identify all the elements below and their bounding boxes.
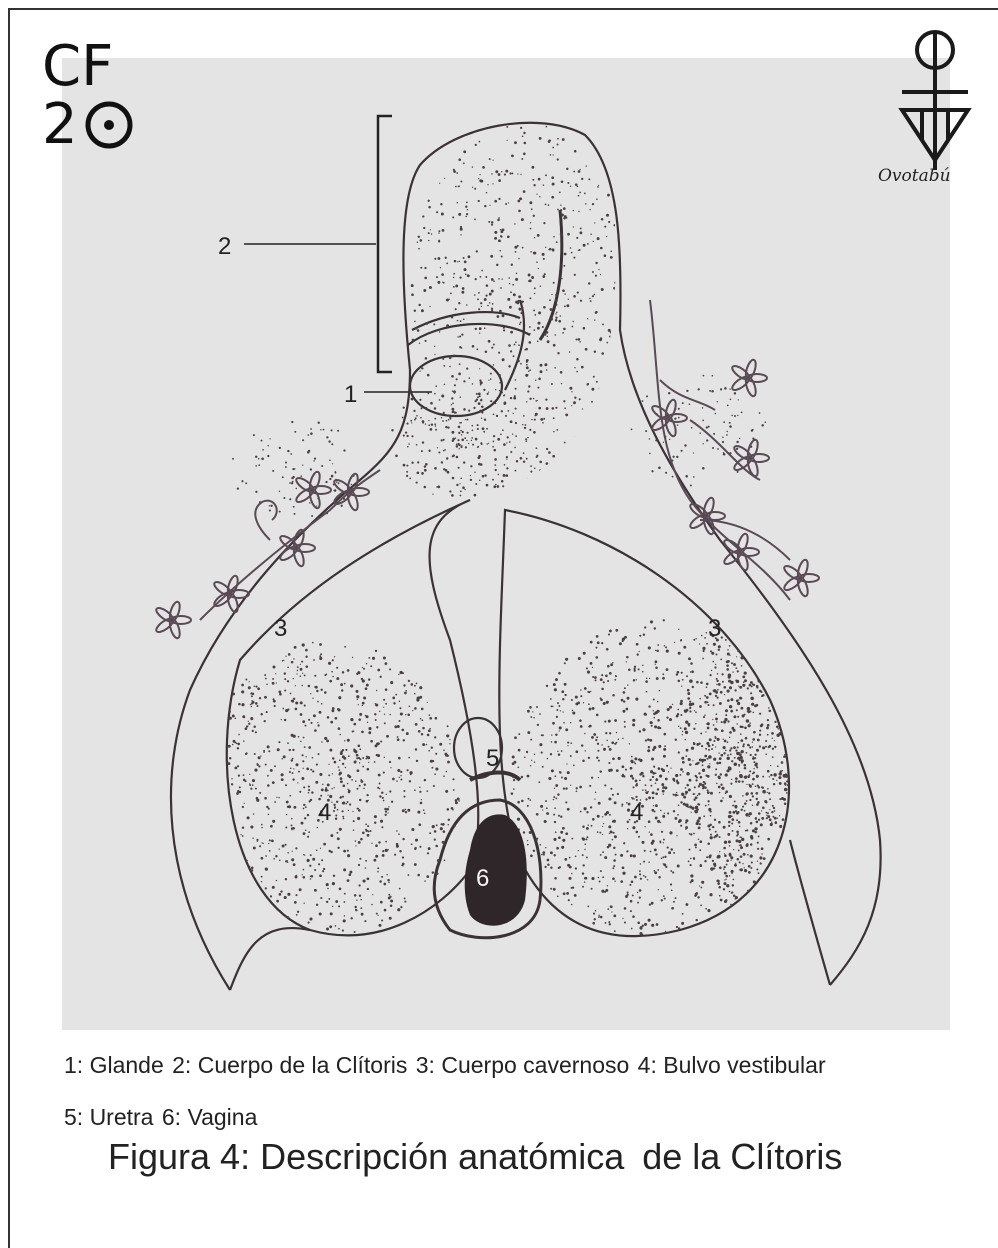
label-5: 5 — [486, 745, 499, 772]
label-1: 1 — [344, 381, 357, 408]
label-2: 2 — [218, 233, 231, 260]
label-6: 6 — [476, 865, 489, 892]
legend-item-2: 2: Cuerpo de la Clítoris — [172, 1052, 407, 1078]
legend-item-1: 1: Glande — [64, 1052, 164, 1078]
legend-item-5: 5: Uretra — [64, 1104, 153, 1130]
label-4-right: 4 — [630, 799, 643, 826]
figure-caption: Figura 4: Descripción anatómica de la Cl… — [108, 1136, 850, 1178]
label-3-left: 3 — [274, 615, 287, 642]
legend-line-2: 5: Uretra 6: Vagina — [64, 1104, 259, 1131]
legend-item-6: 6: Vagina — [162, 1104, 257, 1130]
label-4-left: 4 — [318, 799, 331, 826]
legend-line-1: 1: Glande 2: Cuerpo de la Clítoris 3: Cu… — [64, 1052, 828, 1079]
caption-part-2: de la Clítoris — [642, 1136, 842, 1177]
legend-item-4: 4: Bulvo vestibular — [638, 1052, 826, 1078]
label-3-right: 3 — [708, 615, 721, 642]
caption-part-1: Figura 4: Descripción anatómica — [108, 1136, 624, 1177]
clitoris-illustration: 2 1 3 3 4 4 5 6 — [0, 0, 998, 1040]
legend-item-3: 3: Cuerpo cavernoso — [416, 1052, 630, 1078]
vagina-shading — [465, 814, 527, 925]
